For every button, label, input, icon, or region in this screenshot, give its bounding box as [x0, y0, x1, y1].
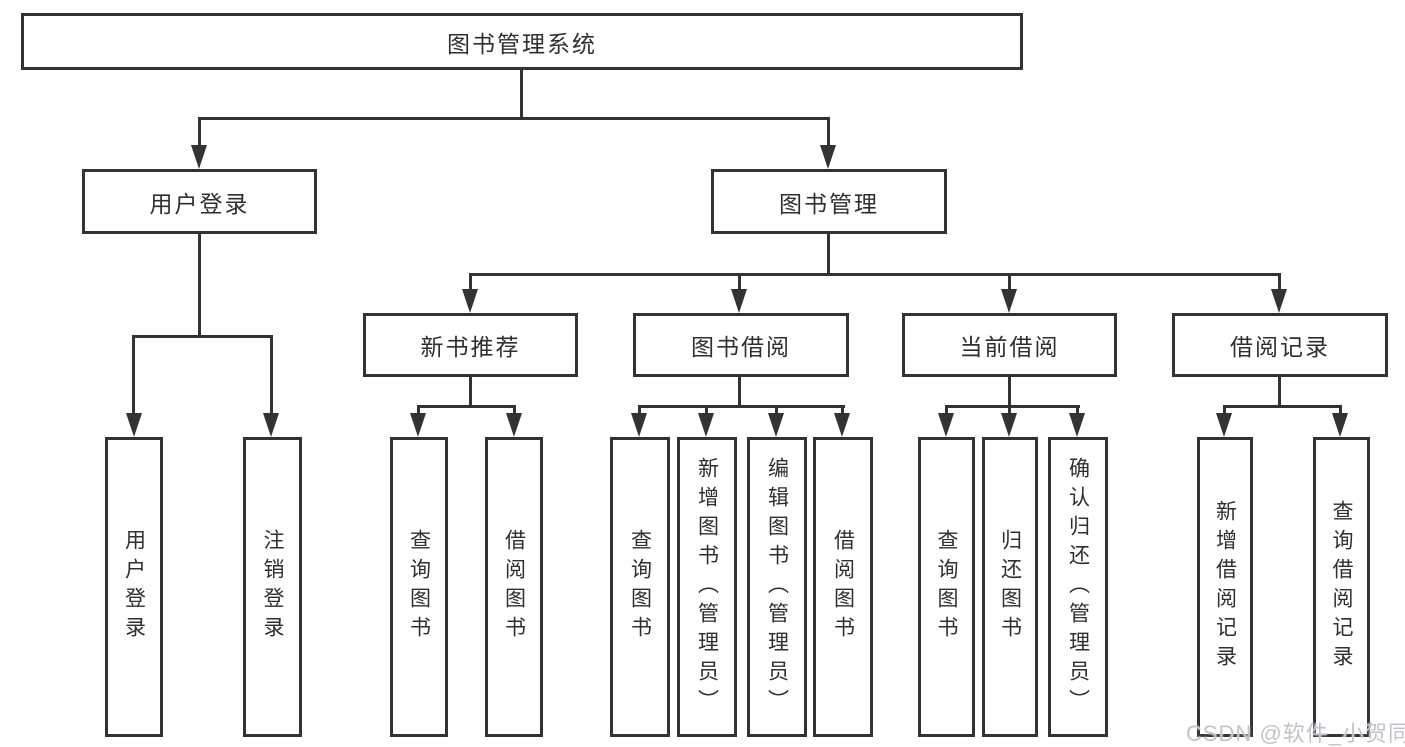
leaf-bb-add-book: 新增图书（管理员）	[677, 437, 737, 737]
arrowhead	[768, 413, 784, 437]
connector	[513, 405, 516, 417]
leaf-logout-label: 注销登录	[261, 529, 284, 645]
connector	[945, 405, 1080, 408]
leaf-rec-borrow-book: 借阅图书	[485, 437, 543, 737]
node-borrow-records: 借阅记录	[1172, 313, 1388, 377]
leaf-rec-query-book-label: 查询图书	[407, 529, 431, 645]
connector	[1223, 405, 1342, 408]
leaf-br-query-record-label: 查询借阅记录	[1330, 500, 1353, 674]
connector	[132, 335, 273, 338]
leaf-bb-edit-book-label: 编辑图书（管理员）	[765, 456, 789, 718]
leaf-logout: 注销登录	[243, 437, 302, 737]
connector	[270, 335, 273, 415]
connector	[1339, 405, 1342, 417]
leaf-cb-query-book-label: 查询图书	[935, 529, 958, 645]
connector	[1008, 273, 1011, 292]
connector	[827, 117, 830, 147]
connector	[1278, 273, 1281, 292]
arrowhead	[126, 413, 142, 437]
arrowhead	[834, 413, 850, 437]
connector	[469, 273, 472, 292]
leaf-bb-query-book: 查询图书	[610, 437, 670, 737]
connector	[738, 273, 741, 292]
node-new-book-recommend: 新书推荐	[363, 313, 578, 377]
arrowhead	[1001, 289, 1017, 313]
leaf-rec-query-book: 查询图书	[390, 437, 448, 737]
arrowhead	[410, 413, 426, 437]
watermark: CSDN @软件_小贺同学	[1186, 721, 1405, 746]
connector	[705, 405, 708, 417]
leaf-cb-return-book-label: 归还图书	[998, 529, 1022, 645]
leaf-bb-edit-book: 编辑图书（管理员）	[747, 437, 807, 737]
node-user-login-label: 用户登录	[149, 190, 250, 217]
arrowhead	[820, 145, 836, 169]
arrowhead	[506, 413, 522, 437]
connector	[638, 405, 641, 417]
connector	[417, 405, 516, 408]
arrowhead	[1001, 413, 1017, 437]
node-root-label: 图书管理系统	[447, 30, 597, 57]
leaf-bb-query-book-label: 查询图书	[628, 529, 652, 645]
leaf-cb-confirm-return: 确认归还（管理员）	[1048, 437, 1108, 737]
connector	[841, 405, 844, 417]
connector	[775, 405, 778, 417]
arrowhead	[938, 413, 954, 437]
connector	[198, 234, 201, 338]
node-borrow-records-label: 借阅记录	[1230, 334, 1330, 360]
connector	[417, 405, 420, 417]
node-book-management-label: 图书管理	[779, 190, 879, 217]
connector	[1223, 405, 1226, 417]
connector	[198, 117, 201, 147]
leaf-br-query-record: 查询借阅记录	[1313, 437, 1370, 737]
leaf-bb-add-book-label: 新增图书（管理员）	[695, 456, 719, 718]
leaf-br-add-record: 新增借阅记录	[1197, 437, 1253, 737]
node-current-borrow: 当前借阅	[902, 313, 1117, 377]
node-book-management: 图书管理	[711, 169, 947, 234]
leaf-rec-borrow-book-label: 借阅图书	[502, 529, 526, 645]
leaf-user-login-label: 用户登录	[122, 529, 146, 645]
arrowhead	[263, 413, 279, 437]
connector	[1076, 405, 1079, 417]
leaf-bb-borrow-book-label: 借阅图书	[831, 529, 855, 645]
arrowhead	[1332, 413, 1348, 437]
node-book-borrow: 图书借阅	[633, 313, 849, 377]
node-root: 图书管理系统	[21, 13, 1023, 70]
connector	[198, 117, 830, 120]
arrowhead	[191, 145, 207, 169]
connector	[132, 335, 135, 415]
connector	[469, 377, 472, 407]
node-book-borrow-label: 图书借阅	[691, 334, 791, 360]
connector	[469, 273, 1281, 276]
arrowhead	[1069, 413, 1085, 437]
node-new-book-recommend-label: 新书推荐	[420, 334, 521, 360]
leaf-user-login: 用户登录	[105, 437, 163, 737]
connector	[1008, 377, 1011, 407]
arrowhead	[1271, 289, 1287, 313]
connector	[1278, 377, 1281, 407]
arrowhead	[731, 289, 747, 313]
node-user-login: 用户登录	[82, 169, 317, 234]
arrowhead	[631, 413, 647, 437]
leaf-br-add-record-label: 新增借阅记录	[1213, 500, 1237, 674]
connector	[638, 405, 845, 408]
connector	[827, 234, 830, 276]
node-current-borrow-label: 当前借阅	[959, 334, 1060, 360]
leaf-cb-confirm-return-label: 确认归还（管理员）	[1066, 456, 1090, 718]
leaf-bb-borrow-book: 借阅图书	[813, 437, 873, 737]
leaf-cb-query-book: 查询图书	[918, 437, 975, 737]
arrowhead	[1216, 413, 1232, 437]
arrowhead	[698, 413, 714, 437]
connector	[738, 377, 741, 407]
connector	[1008, 405, 1011, 417]
connector	[520, 70, 523, 120]
leaf-cb-return-book: 归还图书	[982, 437, 1038, 737]
connector	[945, 405, 948, 417]
arrowhead	[462, 289, 478, 313]
